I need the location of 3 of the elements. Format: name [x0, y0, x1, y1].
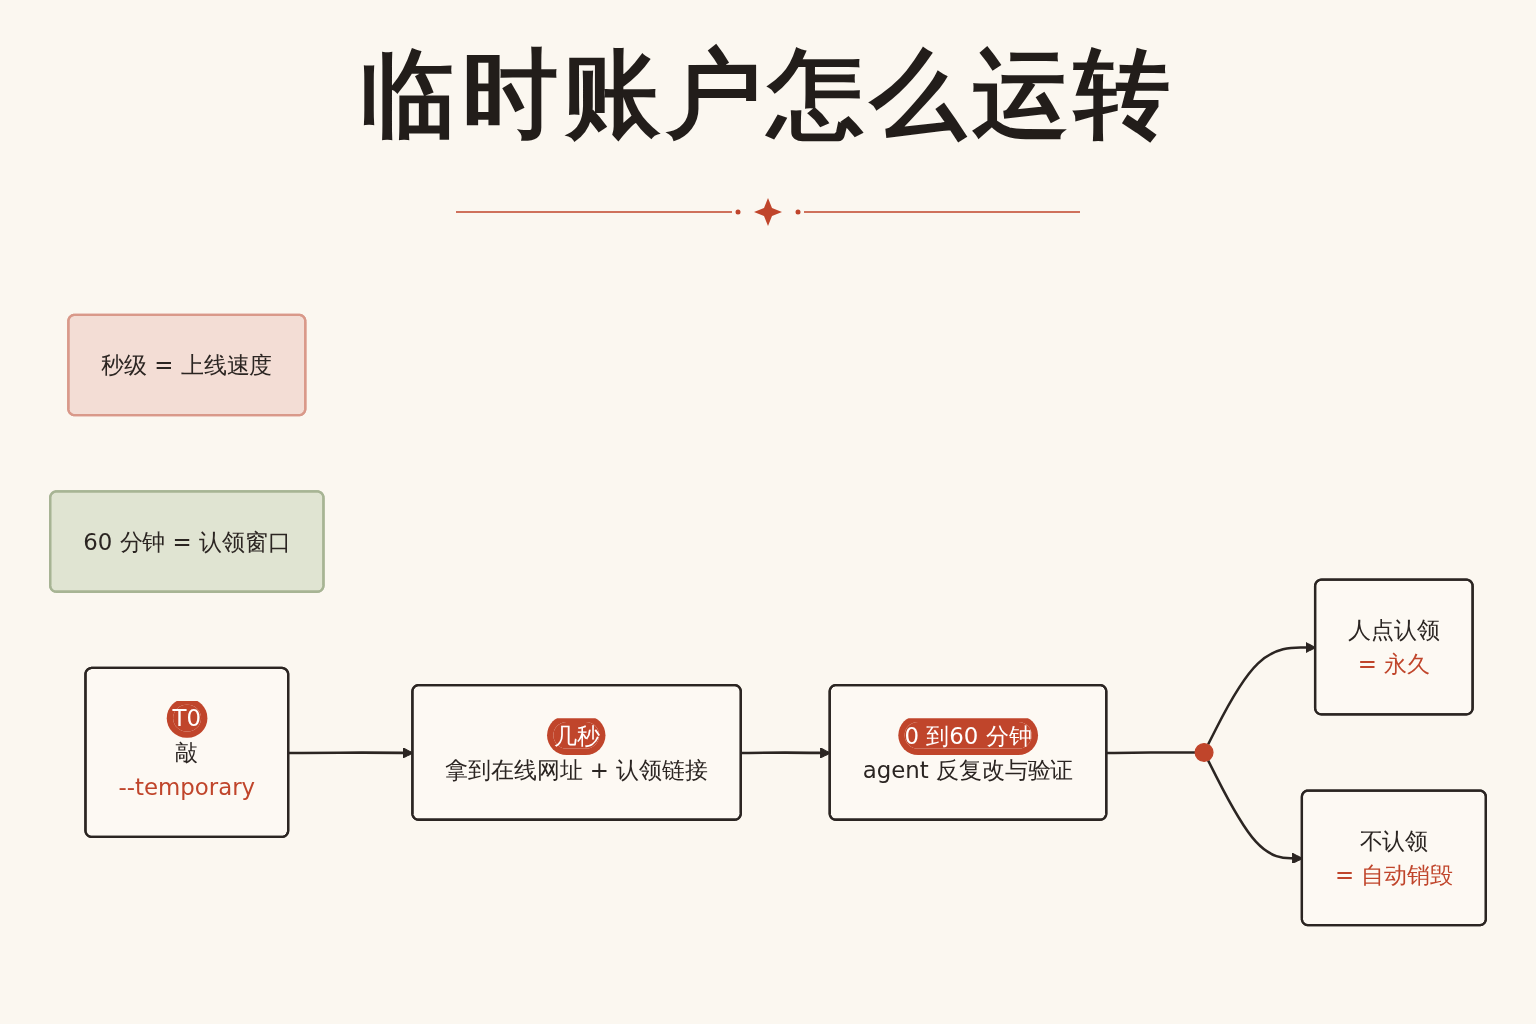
title: 临时账户怎么运转: [360, 40, 1176, 150]
connector: [1106, 751, 1196, 755]
node-circle: [1194, 742, 1214, 762]
